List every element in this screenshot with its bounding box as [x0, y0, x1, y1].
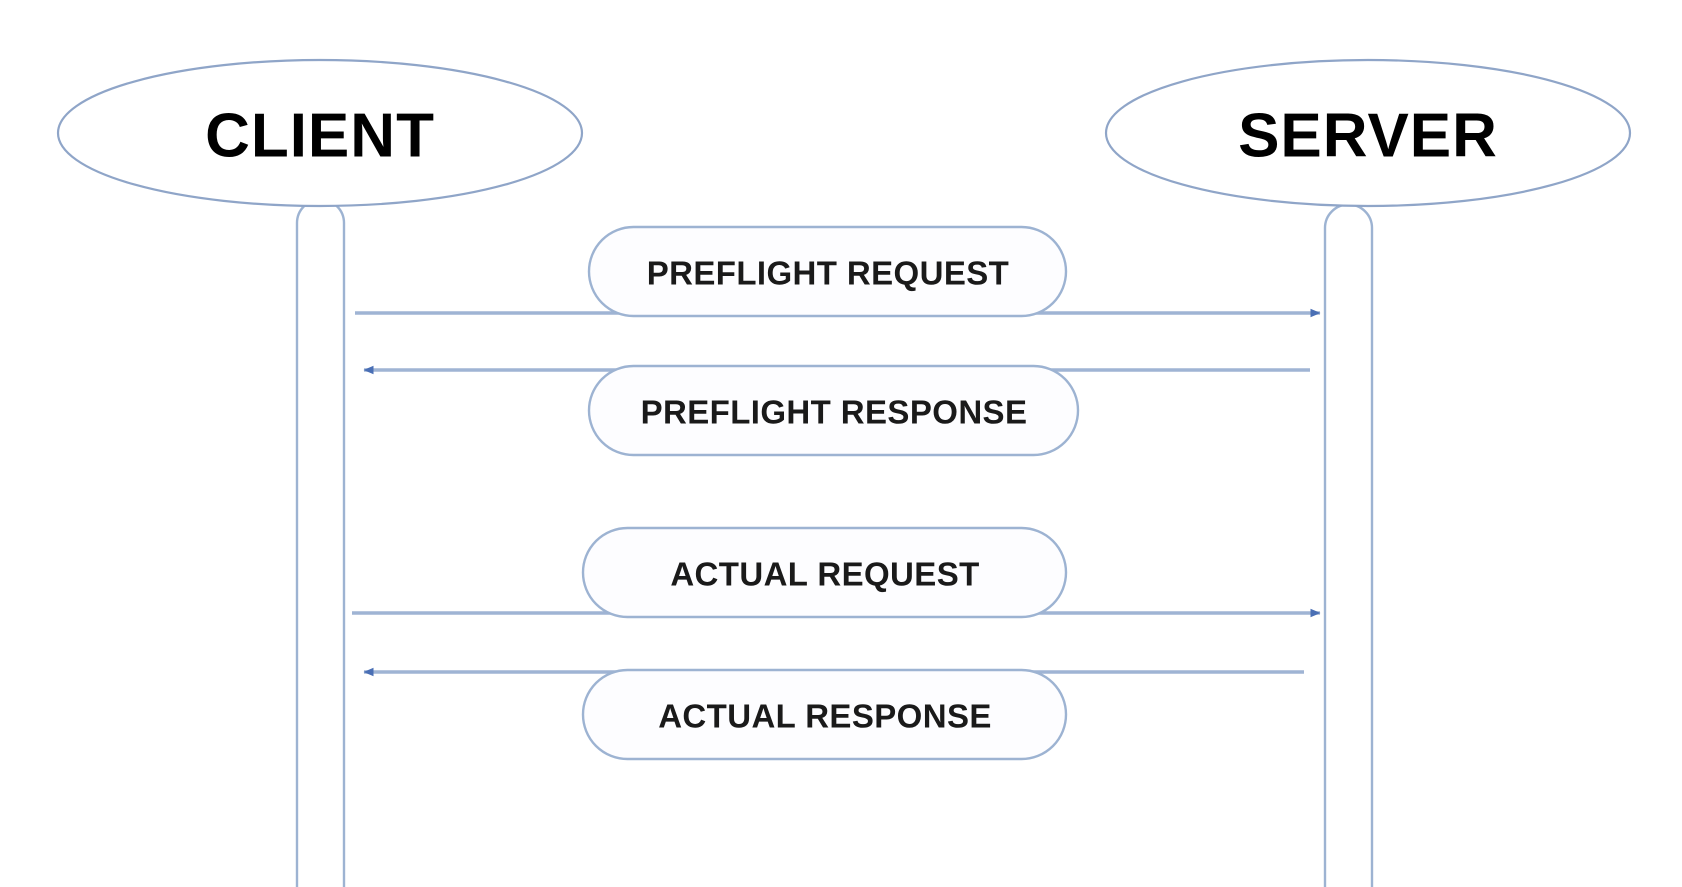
server-lifeline [1323, 203, 1374, 887]
actual-request-label: ACTUAL REQUEST [670, 556, 979, 593]
preflight-response-label: PREFLIGHT RESPONSE [641, 394, 1028, 431]
client-actor-label: CLIENT [205, 102, 435, 171]
preflight-request-box[interactable] [587, 225, 1068, 318]
server-actor-ellipse[interactable] [1104, 58, 1632, 208]
client-lifeline [295, 198, 346, 887]
actual-response-box[interactable] [581, 668, 1068, 761]
server-actor-label: SERVER [1238, 102, 1498, 171]
preflight-response-box[interactable] [587, 364, 1080, 457]
client-actor-ellipse[interactable] [56, 58, 584, 208]
actual-request-box[interactable] [581, 526, 1068, 619]
actual-response-label: ACTUAL RESPONSE [658, 698, 992, 735]
preflight-request-label: PREFLIGHT REQUEST [647, 255, 1010, 292]
